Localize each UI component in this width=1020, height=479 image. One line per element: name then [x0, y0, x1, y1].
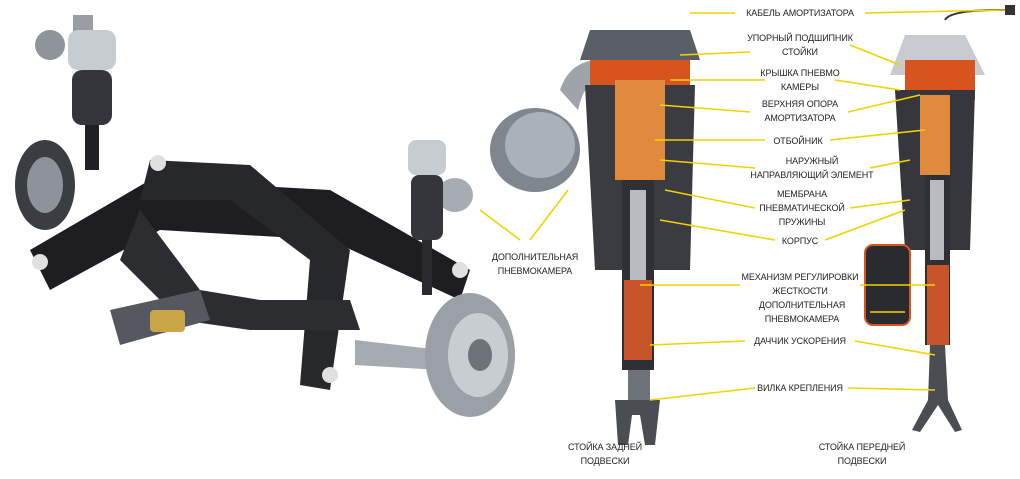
label-text: ВЕРХНЯЯ ОПОРА	[761, 99, 839, 109]
label-text: МЕМБРАНА	[776, 189, 828, 199]
label-text: ПОДВЕСКИ	[580, 456, 630, 466]
label-outer-guide: НАРУЖНЫЙ НАПРАВЛЯЮЩИЙ ЭЛЕМЕНТ	[750, 154, 873, 182]
label-text: ВИЛКА КРЕПЛЕНИЯ	[757, 383, 843, 393]
label-text: СТОЙКА ПЕРЕДНЕЙ	[818, 442, 906, 452]
rear-subframe-illustration	[15, 15, 515, 417]
label-text: ПНЕВМОКАМЕРА	[764, 314, 840, 324]
label-extra-chamber-left: ДОПОЛНИТЕЛЬНАЯ ПНЕВМОКАМЕРА	[492, 250, 578, 278]
label-text: КРЫШКА ПНЕВМО	[760, 68, 840, 78]
label-text: СТОЙКИ	[782, 47, 818, 57]
label-rear-strut: СТОЙКА ЗАДНЕЙ ПОДВЕСКИ	[568, 440, 642, 468]
leader-lines	[479, 9, 1006, 401]
label-text: НАПРАВЛЯЮЩИЙ ЭЛЕМЕНТ	[750, 170, 874, 180]
label-text: ОТБОЙНИК	[773, 136, 823, 146]
label-text: АМОРТИЗАТОРА	[764, 113, 836, 123]
label-text: ПРУЖИНЫ	[778, 217, 826, 227]
label-text: МЕХАНИЗМ РЕГУЛИРОВКИ	[741, 272, 859, 282]
label-text: ДОПОЛНИТЕЛЬНАЯ	[758, 300, 846, 310]
label-spring-membrane: МЕМБРАНА ПНЕВМАТИЧЕСКОЙ ПРУЖИНЫ	[759, 187, 845, 229]
label-accel-sensor: ДАЧЧИК УСКОРЕНИЯ	[754, 334, 846, 348]
label-bump-stop: ОТБОЙНИК	[773, 134, 822, 148]
label-text: ДАЧЧИК УСКОРЕНИЯ	[754, 336, 846, 346]
label-text: ДОПОЛНИТЕЛЬНАЯ	[491, 252, 579, 262]
label-text: ПНЕВМОКАМЕРА	[497, 266, 573, 276]
label-text: ПОДВЕСКИ	[837, 456, 887, 466]
label-housing: КОРПУС	[782, 234, 818, 248]
label-text: ЖЕСТКОСТИ	[772, 286, 828, 296]
label-text: КОРПУС	[781, 236, 819, 246]
label-text: УПОРНЫЙ ПОДШИПНИК	[747, 33, 853, 43]
label-mounting-fork: ВИЛКА КРЕПЛЕНИЯ	[757, 381, 843, 395]
label-text: КАБЕЛЬ АМОРТИЗАТОРА	[746, 8, 854, 18]
label-text: СТОЙКА ЗАДНЕЙ	[567, 442, 643, 452]
label-upper-mount: ВЕРХНЯЯ ОПОРА АМОРТИЗАТОРА	[762, 97, 838, 125]
front-strut-cutaway	[864, 5, 1015, 432]
label-chamber-cover: КРЫШКА ПНЕВМО КАМЕРЫ	[760, 66, 839, 94]
label-extra-chamber-right: ДОПОЛНИТЕЛЬНАЯ ПНЕВМОКАМЕРА	[759, 298, 845, 326]
label-text: ПНЕВМАТИЧЕСКОЙ	[759, 203, 845, 213]
label-thrust-bearing: УПОРНЫЙ ПОДШИПНИК СТОЙКИ	[747, 31, 853, 59]
label-damping-mechanism: МЕХАНИЗМ РЕГУЛИРОВКИ ЖЕСТКОСТИ	[741, 270, 858, 298]
rear-strut-cutaway	[490, 30, 700, 445]
label-front-strut: СТОЙКА ПЕРЕДНЕЙ ПОДВЕСКИ	[819, 440, 906, 468]
label-shock-cable: КАБЕЛЬ АМОРТИЗАТОРА	[746, 6, 854, 20]
label-text: НАРУЖНЫЙ	[785, 156, 839, 166]
label-text: КАМЕРЫ	[780, 82, 820, 92]
